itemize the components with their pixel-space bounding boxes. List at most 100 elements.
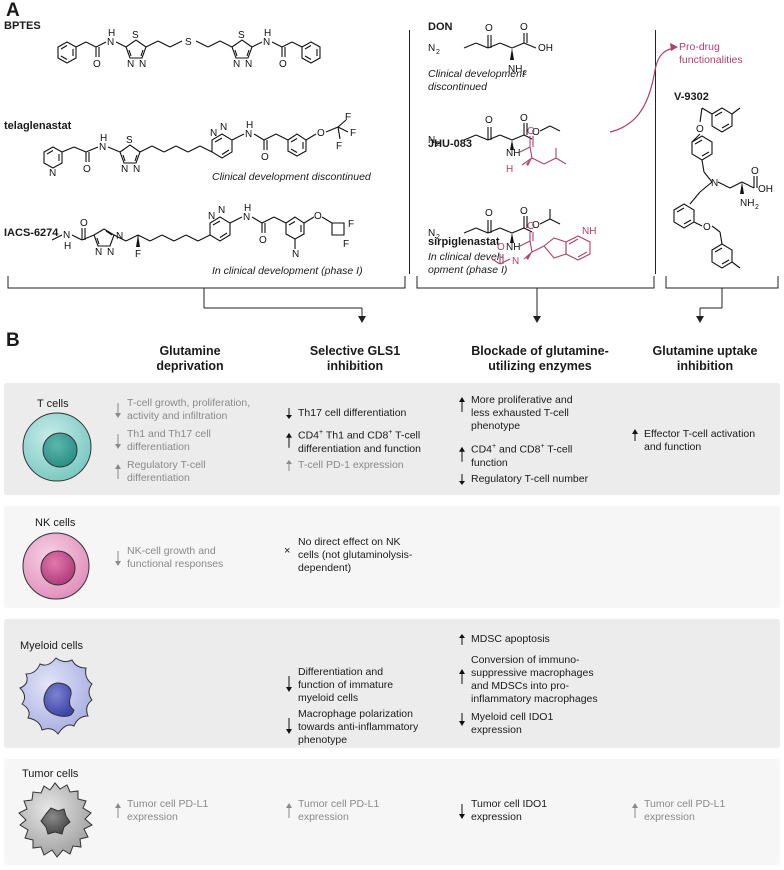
arrow-down-icon xyxy=(115,551,121,566)
prodrug-arrow xyxy=(609,43,678,133)
drug-name-jhu-083: JHU-083 xyxy=(428,138,473,150)
iacs-atom-n8: N xyxy=(292,249,299,260)
x-mark-icon: × xyxy=(284,545,291,557)
bptes-atom-h1: H xyxy=(108,28,115,39)
tela-atom-n6: N xyxy=(245,129,252,140)
tela-atom-s: S xyxy=(126,135,133,146)
don-atom-o2: O xyxy=(520,22,528,33)
bptes-atom-s2: S xyxy=(185,37,192,48)
note-sirpi-2: opment (phase I) xyxy=(428,264,508,276)
column-header-gls1-line-2: inhibition xyxy=(326,359,384,373)
my-gls1-1-line-3: myeloid cells xyxy=(298,692,359,704)
myeloid-cell-illustration xyxy=(19,657,93,735)
nk-gls1-line-3: dependent) xyxy=(298,562,352,574)
v9302-atom-o3: O xyxy=(703,222,711,233)
v9302-atom-nh2: NH xyxy=(740,198,754,209)
t-uptake-effect-1-line-1: Effector T-cell activation xyxy=(644,428,756,440)
arrow-down-icon xyxy=(286,676,292,692)
t-uptake-effect-1-line-2: and function xyxy=(644,441,702,453)
sirpi-atom-n-pink: N xyxy=(512,256,519,267)
arrow-up-icon xyxy=(459,397,465,412)
tu-gls1-line-1: Tumor cell PD-L1 xyxy=(298,798,380,810)
my-gls1-2-line-3: phenotype xyxy=(298,734,348,746)
t-gls1-effect-1-text: Th17 cell differentiation xyxy=(298,407,407,419)
v9302-atom-o2: O xyxy=(751,166,759,177)
my-blockade-2-line-1: Conversion of immuno- xyxy=(471,654,580,666)
arrow-down-icon xyxy=(115,434,121,449)
iacs-6274-structure: N H O N N N F N N N H O N O F F xyxy=(51,203,354,260)
column-header-uptake-line-2: inhibition xyxy=(676,359,734,373)
column-header-deprivation-line-2: deprivation xyxy=(156,359,224,373)
t-blockade-cd4: CD4 xyxy=(471,443,493,456)
don-atom-n2-sub: 2 xyxy=(436,49,440,56)
t-blockade-effect-3-text: Regulatory T-cell number xyxy=(471,473,589,485)
don-family-structures: N 2 O O OH NH 2 N 2 O O O NH N 2 O O O N… xyxy=(428,22,596,267)
iacs-atom-h1: H xyxy=(64,241,71,252)
tu-deprivation-line-2: expression xyxy=(127,811,178,823)
row-t-cells xyxy=(4,383,780,495)
panel-b-letter: B xyxy=(6,330,20,351)
my-blockade-2-line-2: suppressive macrophages xyxy=(471,667,594,679)
bptes-structure: N H O S N N S S N N N H O xyxy=(57,28,321,70)
my-blockade-1-text: MDSC apoptosis xyxy=(471,633,550,645)
nk-gls1-line-2: cells (not glutaminolysis- xyxy=(298,549,413,561)
arrow-up-icon xyxy=(286,460,292,471)
t-gls1-effect-1: Th17 cell differentiation xyxy=(284,407,444,420)
t-blockade-effect-3: Regulatory T-cell number xyxy=(457,473,637,486)
sirpi-atom-o1: O xyxy=(485,208,493,219)
jhu-atom-o-pink: O xyxy=(527,126,535,137)
t-deprivation-effect-3-line-2: differentiation xyxy=(127,472,190,484)
iacs-atom-f: F xyxy=(135,249,141,260)
arrow-down-icon xyxy=(286,718,292,734)
row-label-nk-cells: NK cells xyxy=(35,517,76,529)
t-gls1-sup-2: + xyxy=(388,429,393,436)
iacs-atom-n3: N xyxy=(95,247,102,258)
bptes-atom-h2: H xyxy=(264,28,271,39)
my-blockade-2-line-3: and MDSCs into pro- xyxy=(471,680,570,692)
drug-name-bptes: BPTES xyxy=(4,20,41,32)
sirpi-atom-o-pink: O xyxy=(527,221,535,232)
v9302-atom-nh2-sub: 2 xyxy=(755,204,759,211)
tela-atom-n3: N xyxy=(133,164,140,175)
arrow-up-icon xyxy=(632,429,638,441)
t-deprivation-effect-1-line-1: T-cell growth, proliferation, xyxy=(127,397,251,409)
row-label-tumor-cells: Tumor cells xyxy=(22,768,79,780)
bptes-atom-n3: N xyxy=(139,59,146,70)
v9302-atom-oh: OH xyxy=(758,184,773,195)
tela-atom-h1: H xyxy=(100,133,107,144)
tu-gls1-line-2: expression xyxy=(298,811,349,823)
arrow-up-icon xyxy=(459,446,465,462)
tela-atom-o3: O xyxy=(317,128,325,139)
panel-a-divider-1 xyxy=(409,30,410,274)
nk-deprivation-line-1: NK-cell growth and xyxy=(127,545,216,557)
my-gls1-1-line-2: function of immature xyxy=(298,679,394,691)
note-sirpi-1: In clinical devel- xyxy=(428,251,503,263)
don-atom-n2: N xyxy=(428,43,435,54)
tela-atom-n2: N xyxy=(121,164,128,175)
note-don-1: Clinical development xyxy=(428,68,525,80)
tela-atom-h2: H xyxy=(246,120,253,131)
tu-blockade-line-1: Tumor cell IDO1 xyxy=(471,798,548,810)
t-gls1-effect-2-line-2: differentiation and function xyxy=(298,442,421,455)
my-blockade-3-line-2: expression xyxy=(471,724,522,736)
my-gls1-2-line-1: Macrophage polarization xyxy=(298,708,413,720)
t-blockade-effect-1-line-3: phenotype xyxy=(471,420,521,432)
t-deprivation-effect-1-line-2: activity and infiltration xyxy=(127,410,228,422)
column-header-deprivation-line-1: Glutamine xyxy=(159,344,221,358)
drug-name-telaglenastat: telaglenastat xyxy=(4,120,72,132)
t-blockade-effect-1-line-1: More proliferative and xyxy=(471,394,573,406)
row-myeloid-cells xyxy=(4,619,780,748)
row-label-t-cells: T cells xyxy=(37,398,69,410)
sirpi-atom-o3: O xyxy=(532,220,540,231)
arrow-up-icon xyxy=(632,803,638,818)
tu-uptake-line-2: expression xyxy=(644,811,695,823)
panel-a-letter: A xyxy=(6,0,20,21)
t-blockade-effect-1-line-2: less exhausted T-cell xyxy=(471,407,569,419)
